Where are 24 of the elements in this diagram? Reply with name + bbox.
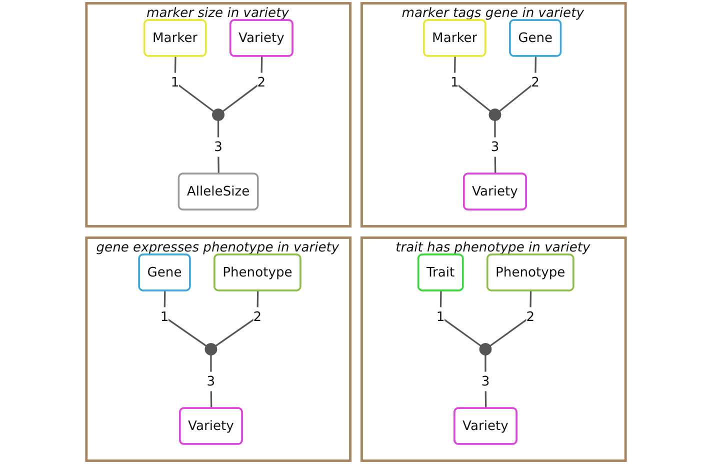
edge-label: 2 bbox=[526, 308, 535, 324]
edge-label: 1 bbox=[160, 308, 169, 324]
edge-label: 1 bbox=[170, 74, 180, 90]
connector bbox=[498, 56, 537, 112]
connector bbox=[222, 56, 263, 112]
edge-label: 2 bbox=[253, 308, 262, 324]
edge-label: 1 bbox=[450, 74, 459, 90]
edge-label: 3 bbox=[490, 138, 500, 154]
connector bbox=[440, 290, 482, 347]
edge-label: 3 bbox=[206, 373, 216, 389]
connector bbox=[215, 290, 259, 347]
edge-label: 2 bbox=[257, 74, 266, 90]
connector bbox=[454, 56, 492, 112]
edge-label: 3 bbox=[214, 138, 222, 154]
edge-label: 3 bbox=[481, 373, 490, 389]
connector bbox=[174, 56, 214, 112]
connector bbox=[490, 290, 532, 347]
connector bbox=[217, 120, 220, 174]
connector bbox=[210, 354, 212, 408]
connector bbox=[164, 290, 207, 347]
edge-label: 2 bbox=[531, 74, 540, 90]
edge-label: 1 bbox=[436, 308, 445, 324]
connector bbox=[484, 354, 487, 408]
connector bbox=[494, 120, 496, 174]
